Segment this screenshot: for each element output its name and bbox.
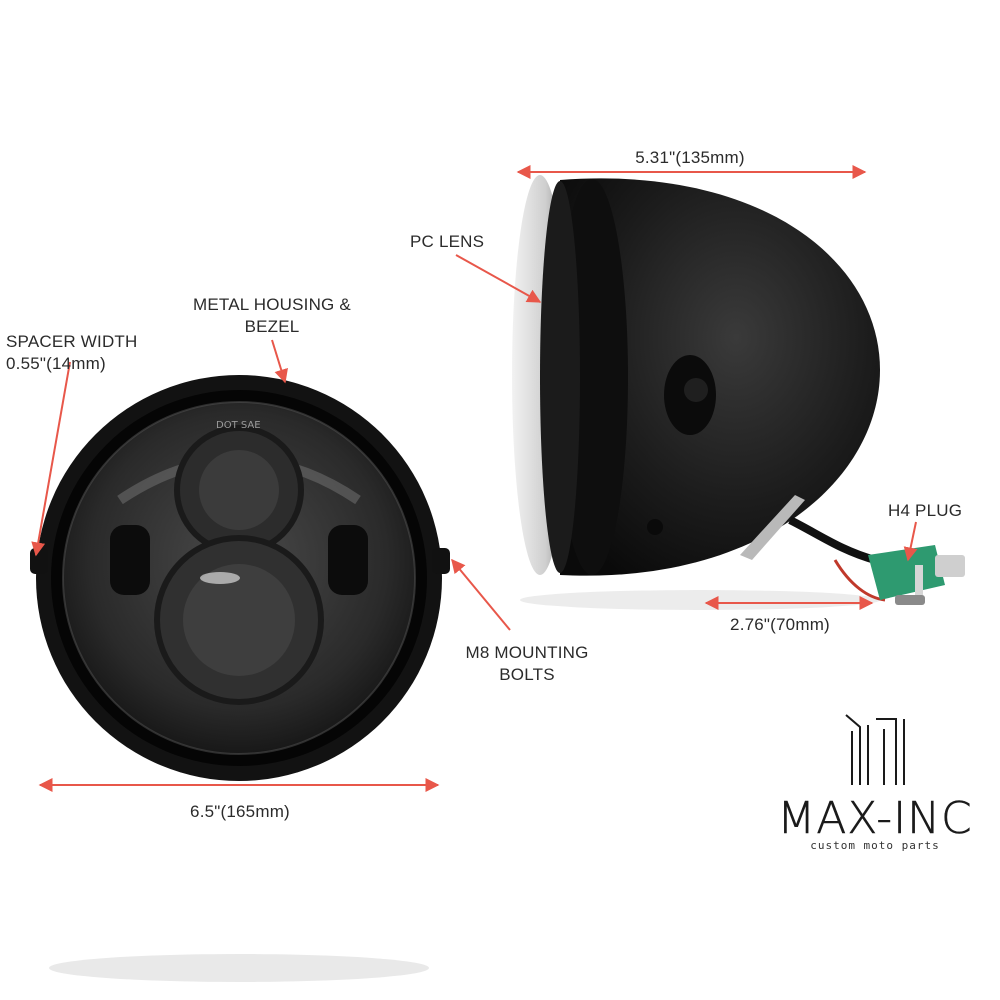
left-mounting-bolt	[30, 548, 48, 574]
brand-name: MAX-INC	[777, 793, 973, 845]
front-shadow	[49, 954, 429, 982]
dimension-arrows	[31, 165, 918, 792]
wire-bundle	[788, 516, 877, 564]
diameter-label: 6.5"(165mm)	[190, 802, 290, 821]
housing-line1: METAL HOUSING &	[193, 295, 351, 314]
h4-plug-body	[868, 545, 945, 600]
spacer-width-line2: 0.55"(14mm)	[6, 354, 106, 373]
spacer-width-line1: SPACER WIDTH	[6, 332, 138, 351]
brand-tagline: custom moto parts	[810, 839, 940, 852]
pc-lens-label: PC LENS	[410, 232, 485, 251]
bolts-line2: BOLTS	[499, 665, 555, 684]
left-side-lamp	[110, 525, 150, 595]
housing-line2: BEZEL	[244, 317, 300, 336]
bolts-label: M8 MOUNTING BOLTS	[452, 642, 602, 686]
side-headlight	[512, 175, 965, 610]
brand-mark-icon	[845, 714, 905, 785]
plug-arrow	[903, 521, 918, 562]
wire-length-label: 2.76"(70mm)	[730, 615, 830, 634]
h4-plug-pins	[935, 555, 965, 577]
pc-lens-arrow	[455, 254, 542, 303]
wire-bracket	[740, 495, 805, 560]
brand-logo: MAX-INC custom moto parts	[760, 705, 990, 865]
side-grommet	[647, 519, 663, 535]
spacer-width-label: SPACER WIDTH 0.55"(14mm)	[6, 331, 137, 375]
side-shell	[560, 178, 880, 576]
depth-label: 5.31"(135mm)	[635, 148, 745, 167]
front-headlight	[30, 375, 450, 982]
bolts-line1: M8 MOUNTING	[465, 643, 589, 662]
right-mounting-bolt	[432, 548, 450, 574]
housing-arrow	[271, 339, 288, 384]
bolts-arrow	[451, 558, 511, 631]
housing-label: METAL HOUSING & BEZEL	[182, 294, 362, 338]
right-side-lamp	[328, 525, 368, 595]
lens-markings: DOT SAE	[216, 420, 261, 431]
spacer-arrow	[31, 361, 71, 557]
h4-plug-label: H4 PLUG	[888, 501, 963, 520]
